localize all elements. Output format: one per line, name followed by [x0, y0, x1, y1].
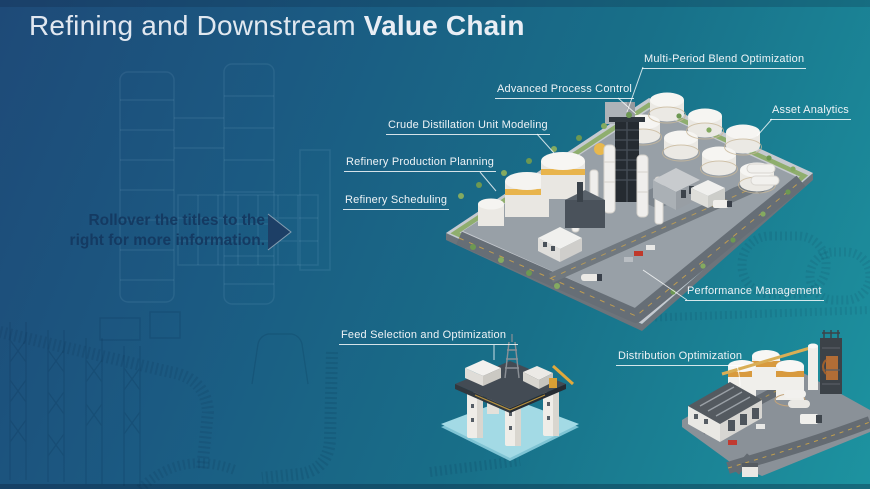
refinery-complex-illustration — [446, 92, 813, 331]
terminal-vehicles — [728, 414, 822, 477]
rollover-arrow-icon — [267, 213, 292, 251]
refinery-vehicles — [581, 200, 732, 281]
rollover-instruction: Rollover the titles to the right for mor… — [18, 211, 265, 252]
callout-feed-selection-and-optimization[interactable]: Feed Selection and Optimization — [339, 329, 519, 345]
terminal-warehouse — [688, 382, 762, 442]
offshore-platform-illustration — [441, 334, 579, 461]
title-bold-text: Value Chain — [363, 10, 525, 41]
refinery-process-units — [571, 102, 780, 233]
title-regular-text: Refining and Downstream — [29, 10, 356, 41]
top-edge-shade — [0, 0, 870, 7]
terminal-tower — [820, 330, 842, 394]
bottom-edge-shade — [0, 484, 870, 489]
platform-legs — [467, 380, 559, 446]
callout-performance-management[interactable]: Performance Management — [685, 285, 824, 301]
callout-refinery-production-planning[interactable]: Refinery Production Planning — [344, 156, 497, 172]
instruction-line-2: right for more information. — [69, 232, 265, 250]
callout-refinery-scheduling[interactable]: Refinery Scheduling — [343, 194, 450, 210]
distribution-terminal-illustration — [682, 330, 870, 477]
callout-distribution-optimization[interactable]: Distribution Optimization — [616, 350, 745, 366]
callout-asset-analytics[interactable]: Asset Analytics — [770, 104, 851, 120]
watermark-coils — [639, 231, 870, 322]
callout-crude-distillation-unit-modeling[interactable]: Crude Distillation Unit Modeling — [386, 119, 550, 135]
callout-multi-period-blend-optimization[interactable]: Multi-Period Blend Optimization — [642, 53, 807, 69]
platform-modules — [465, 334, 575, 389]
watermark-piperack — [9, 311, 309, 486]
refinery-trees — [458, 112, 796, 295]
instruction-line-1: Rollover the titles to the — [88, 212, 265, 229]
watermark-ribbed-pipes — [0, 326, 521, 489]
callout-advanced-process-control[interactable]: Advanced Process Control — [495, 83, 635, 99]
refinery-crude-tanks — [478, 152, 605, 262]
